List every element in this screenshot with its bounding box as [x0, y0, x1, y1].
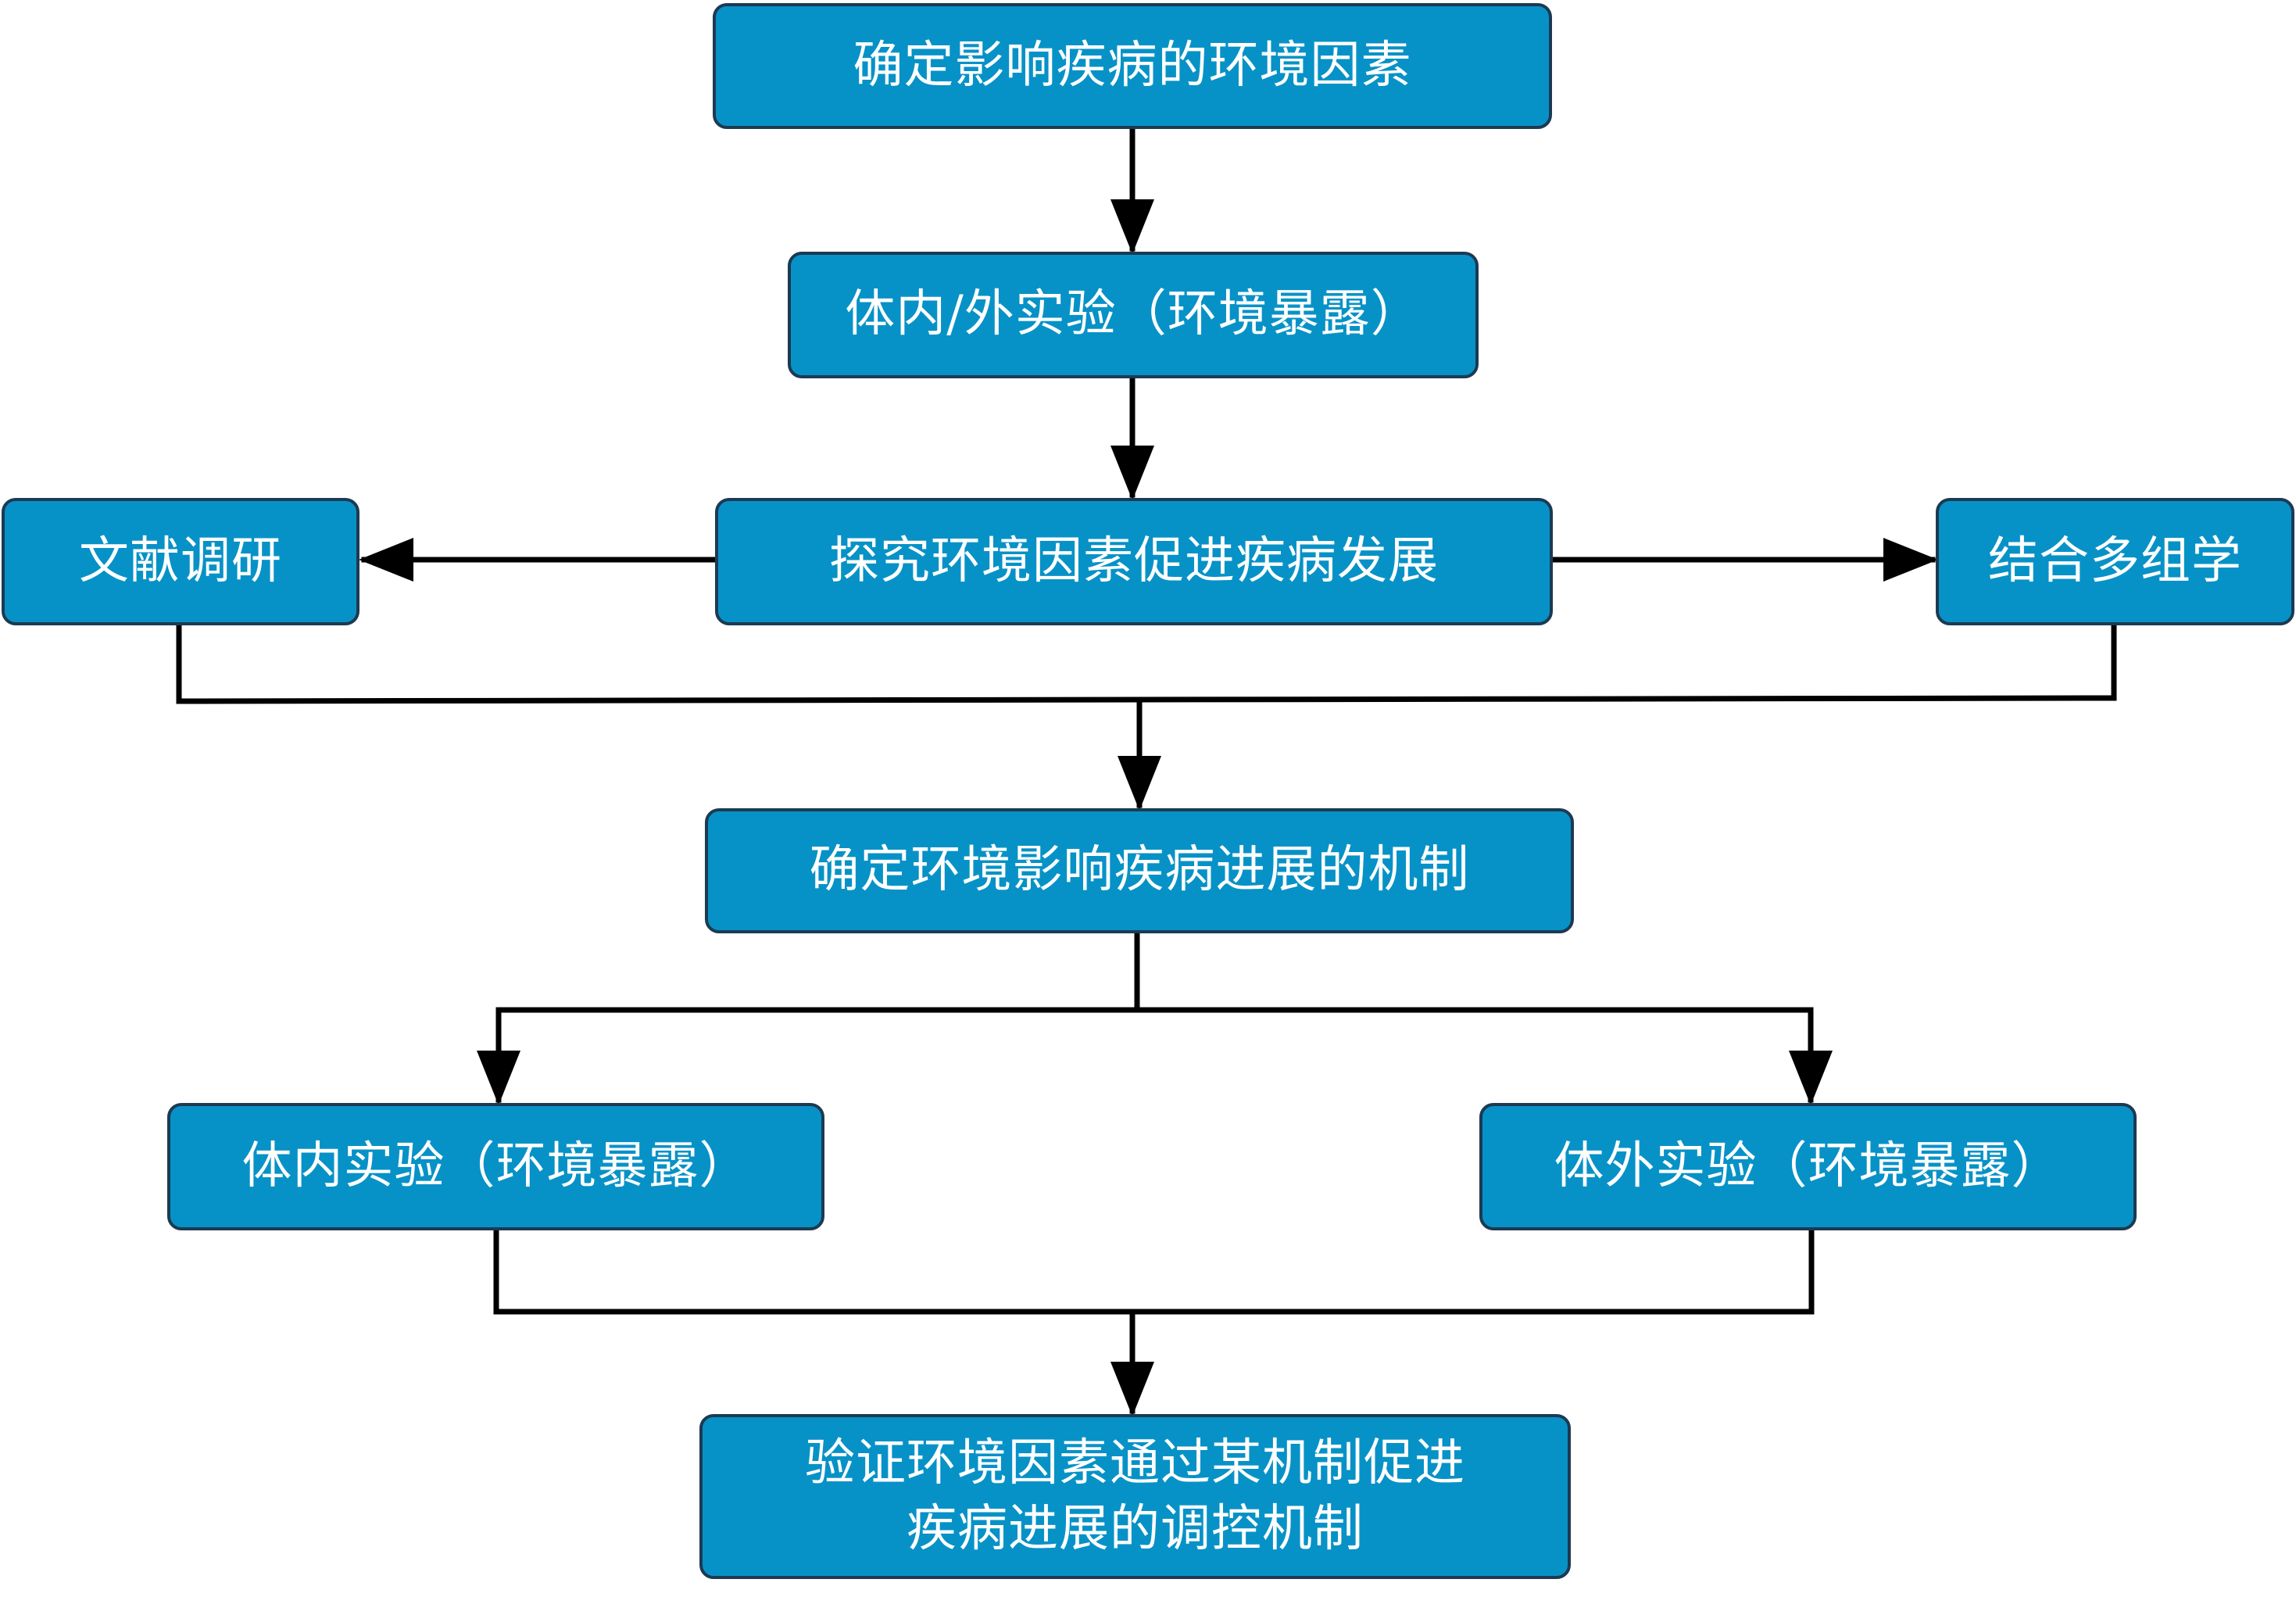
- connector-experiments-merge: [493, 1227, 1815, 1315]
- node-validate-mechanism: 验证环境因素通过某机制促进 疾病进展的调控机制: [699, 1414, 1571, 1579]
- node-label-line-2: 疾病进展的调控机制: [907, 1499, 1364, 1558]
- node-in-vitro-experiment: 体外实验（环境暴露）: [1479, 1103, 2137, 1230]
- connector-literature-multiomics-merge: [176, 622, 2117, 704]
- node-literature-review: 文献调研: [2, 498, 359, 625]
- node-explore-disease-development: 探究环境因素促进疾病发展: [715, 498, 1553, 625]
- node-label: 文献调研: [79, 532, 282, 590]
- node-multiomics: 结合多组学: [1936, 498, 2294, 625]
- node-label-line-1: 验证环境因素通过某机制促进: [805, 1434, 1465, 1493]
- node-label: 体内实验（环境暴露）: [241, 1137, 750, 1195]
- node-label: 体外实验（环境暴露）: [1554, 1137, 2062, 1195]
- node-label: 探究环境因素促进疾病发展: [829, 532, 1439, 590]
- node-label: 结合多组学: [1988, 532, 2242, 590]
- node-label: 确定环境影响疾病进展的机制: [809, 841, 1470, 900]
- node-in-vivo-experiment: 体内实验（环境暴露）: [167, 1103, 824, 1230]
- node-label: 体内/外实验（环境暴露）: [845, 285, 1422, 344]
- node-mechanism: 确定环境影响疾病进展的机制: [705, 808, 1574, 933]
- node-exposure-experiment: 体内/外实验（环境暴露）: [788, 252, 1479, 378]
- node-identify-environmental-factors: 确定影响疾病的环境因素: [713, 3, 1552, 129]
- node-label: 确定影响疾病的环境因素: [853, 36, 1412, 95]
